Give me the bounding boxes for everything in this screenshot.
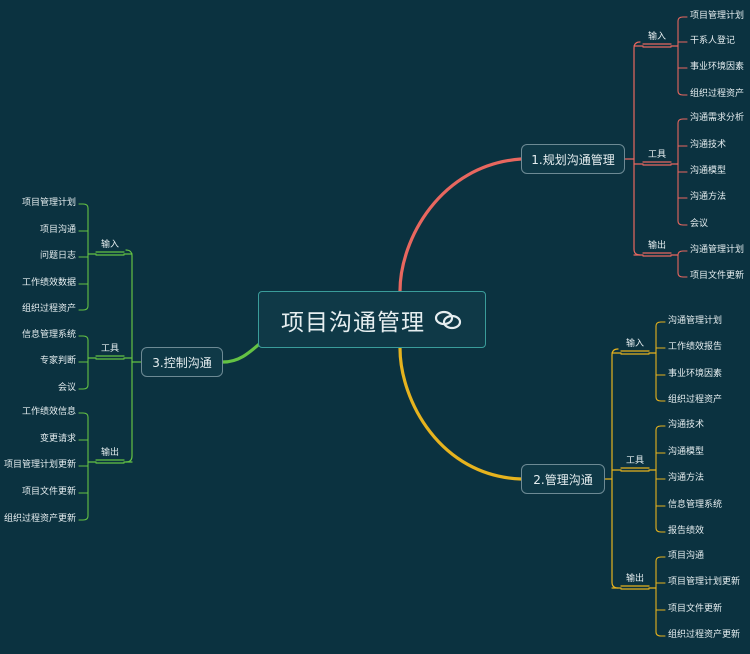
group-label[interactable]: 输入 — [647, 32, 666, 42]
leaf-curve — [677, 118, 684, 124]
group-label[interactable]: 输入 — [625, 339, 644, 349]
leaf-item[interactable]: 项目管理计划更新 — [3, 460, 76, 470]
leaf-curve — [82, 515, 89, 521]
leaf-item[interactable]: 组织过程资产 — [668, 395, 723, 405]
branch-label: 1.规划沟通管理 — [531, 152, 615, 167]
leaf-curve — [82, 384, 89, 390]
leaf-item[interactable]: 项目管理计划 — [21, 198, 76, 208]
group-label[interactable]: 输出 — [625, 574, 644, 584]
leaf-item[interactable]: 沟通模型 — [690, 166, 727, 176]
leaf-item[interactable]: 组织过程资产更新 — [668, 630, 741, 640]
leaf-item[interactable]: 工作绩效报告 — [668, 342, 723, 352]
leaf-item[interactable]: 沟通方法 — [690, 192, 727, 202]
leaf-item[interactable]: 信息管理系统 — [668, 500, 723, 510]
group-label[interactable]: 输入 — [100, 240, 119, 250]
leaf-item[interactable]: 会议 — [690, 219, 709, 229]
leaf-curve — [655, 321, 662, 327]
group-label[interactable]: 工具 — [647, 150, 666, 160]
root-node[interactable]: 项目沟通管理 — [258, 291, 486, 348]
leaf-item[interactable]: 项目文件更新 — [21, 487, 76, 497]
leaf-curve — [655, 396, 662, 402]
leaf-item[interactable]: 沟通模型 — [668, 447, 705, 457]
branch-label: 2.管理沟通 — [533, 472, 593, 487]
leaf-item[interactable]: 会议 — [57, 383, 76, 393]
leaf-curve — [655, 631, 662, 637]
leaf-item[interactable]: 沟通方法 — [668, 473, 705, 483]
leaf-item[interactable]: 沟通技术 — [668, 420, 705, 430]
spine-top-curve — [633, 41, 641, 49]
leaf-item[interactable]: 项目沟通 — [668, 551, 705, 561]
leaf-item[interactable]: 干系人登记 — [690, 36, 736, 46]
leaf-item[interactable]: 事业环境因素 — [668, 369, 723, 379]
leaf-item[interactable]: 专家判断 — [39, 356, 76, 366]
leaf-item[interactable]: 组织过程资产 — [21, 304, 76, 314]
group-label[interactable]: 工具 — [625, 456, 644, 466]
leaf-item[interactable]: 组织过程资产 — [690, 89, 745, 99]
leaf-item[interactable]: 项目文件更新 — [668, 604, 723, 614]
leaf-item[interactable]: 变更请求 — [39, 434, 76, 444]
leaf-item[interactable]: 问题日志 — [39, 251, 76, 261]
leaf-item[interactable]: 沟通技术 — [690, 140, 727, 150]
leaf-item[interactable]: 沟通管理计划 — [668, 316, 723, 326]
leaf-curve — [677, 220, 684, 226]
leaf-item[interactable]: 工作绩效信息 — [21, 407, 76, 417]
branch-plan-communications[interactable]: 1.规划沟通管理 — [521, 144, 625, 174]
leaf-item[interactable]: 沟通需求分析 — [690, 113, 745, 123]
leaf-item[interactable]: 项目文件更新 — [690, 271, 745, 281]
leaf-curve — [677, 16, 684, 22]
root-title: 项目沟通管理 — [281, 309, 425, 336]
leaf-curve — [82, 335, 89, 341]
leaf-item[interactable]: 报告绩效 — [668, 526, 705, 536]
leaf-item[interactable]: 工作绩效数据 — [21, 278, 76, 288]
leaf-curve — [82, 412, 89, 418]
trunk-manage — [398, 346, 523, 481]
leaf-item[interactable]: 沟通管理计划 — [690, 245, 745, 255]
leaf-item[interactable]: 组织过程资产更新 — [3, 514, 76, 524]
link-icon[interactable] — [433, 309, 463, 331]
group-label[interactable]: 工具 — [100, 344, 119, 354]
leaf-item[interactable]: 项目管理计划 — [690, 11, 745, 21]
leaf-curve — [82, 203, 89, 209]
group-label[interactable]: 输出 — [647, 241, 666, 251]
leaf-curve — [655, 527, 662, 533]
leaf-item[interactable]: 信息管理系统 — [21, 330, 76, 340]
leaf-curve — [677, 90, 684, 96]
leaf-curve — [82, 305, 89, 311]
leaf-curve — [677, 272, 684, 278]
group-label[interactable]: 输出 — [100, 448, 119, 458]
leaf-item[interactable]: 事业环境因素 — [690, 62, 745, 72]
trunk-plan — [398, 157, 523, 293]
leaf-curve — [655, 425, 662, 431]
branch-label: 3.控制沟通 — [152, 355, 212, 370]
leaf-item[interactable]: 项目管理计划更新 — [668, 577, 741, 587]
leaf-curve — [655, 556, 662, 562]
leaf-item[interactable]: 项目沟通 — [39, 225, 76, 235]
spine-top-curve — [125, 249, 133, 257]
leaf-curve — [677, 250, 684, 256]
spine-top-curve — [611, 348, 619, 356]
branch-control-communications[interactable]: 3.控制沟通 — [141, 347, 223, 377]
branch-manage-communications[interactable]: 2.管理沟通 — [521, 464, 605, 494]
